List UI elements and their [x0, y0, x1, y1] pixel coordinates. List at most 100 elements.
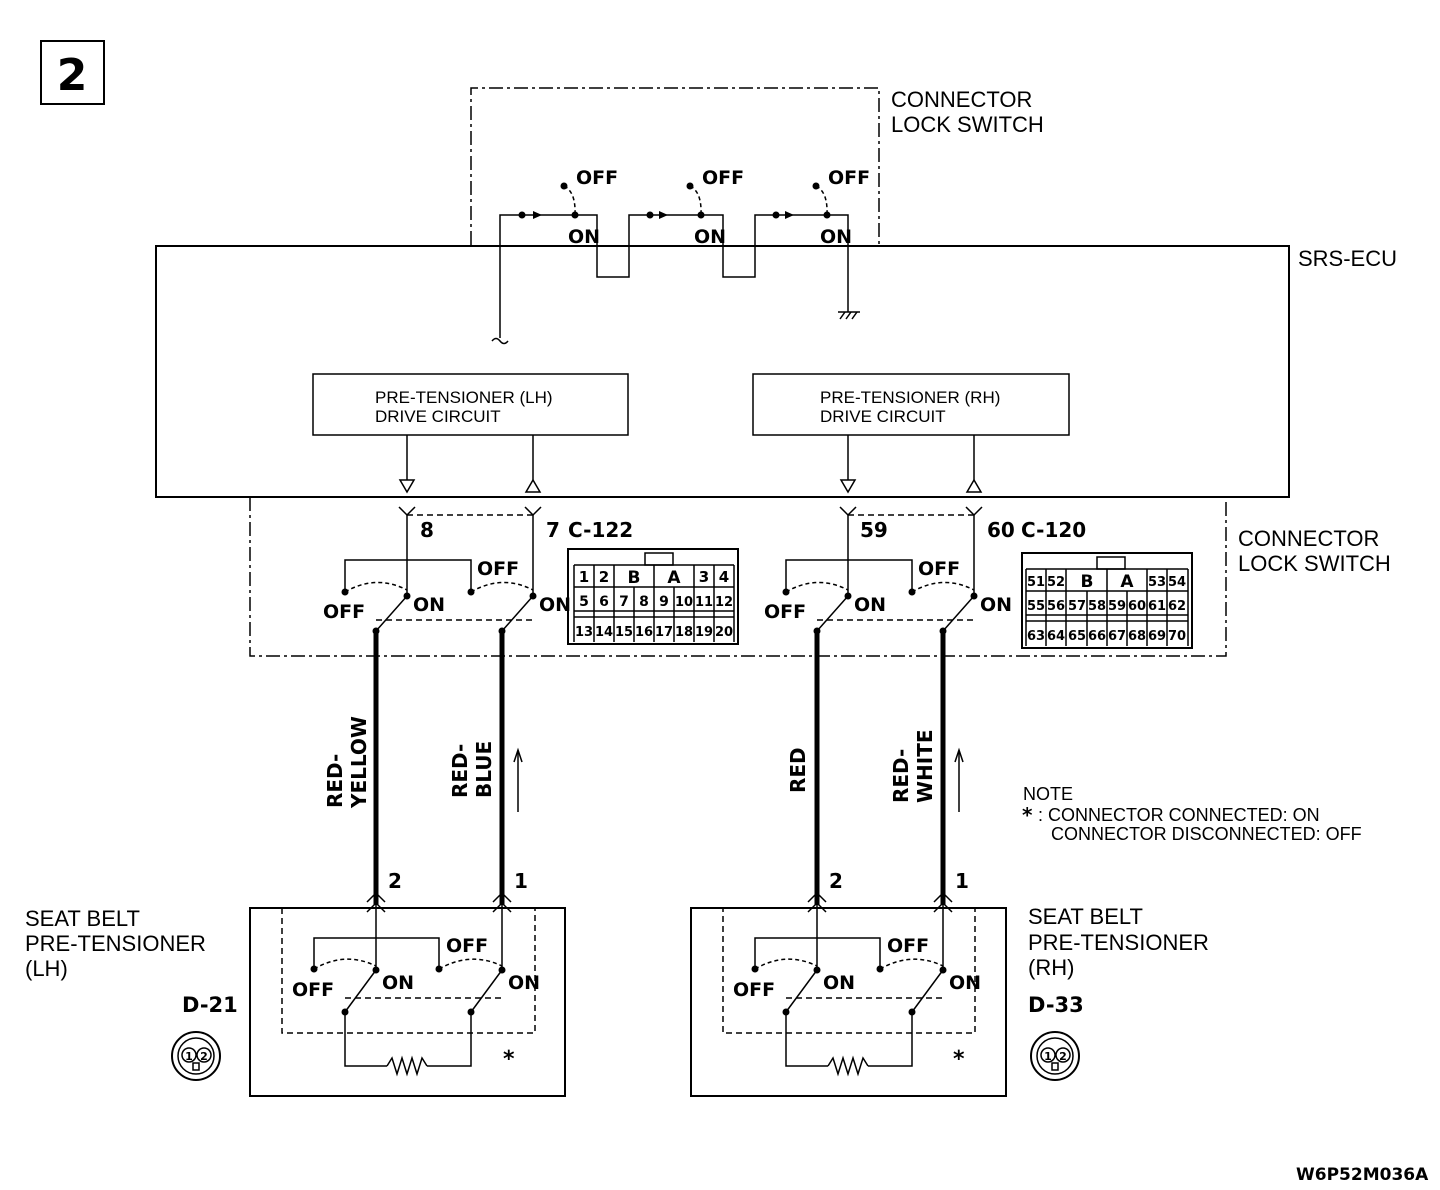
top-lock-switch-frame: CONNECTOR LOCK SWITCH	[470, 87, 1044, 245]
current-arrows	[513, 747, 964, 812]
svg-text:7: 7	[546, 518, 560, 542]
svg-text:ON: ON	[980, 594, 1012, 616]
svg-text:LOCK SWITCH: LOCK SWITCH	[891, 112, 1044, 137]
svg-text:OFF: OFF	[576, 167, 618, 189]
svg-text:SRS-ECU: SRS-ECU	[1298, 246, 1397, 271]
svg-text:58: 58	[1088, 599, 1106, 614]
svg-text:ON: ON	[949, 972, 981, 994]
svg-text:62: 62	[1168, 599, 1186, 614]
svg-text:PRE-TENSIONER (RH): PRE-TENSIONER (RH)	[820, 388, 1000, 407]
svg-text:13: 13	[575, 625, 593, 640]
connector-c122: 1 2 B A 3 4 5 6 7 8 9 10 11 12 13 14 15 …	[567, 548, 739, 645]
connector-icon-rh: 1 2	[1030, 1031, 1080, 1081]
svg-text:9: 9	[659, 594, 669, 610]
resistor-icon	[386, 1055, 428, 1077]
svg-text:ON: ON	[823, 972, 855, 994]
svg-text:1: 1	[1044, 1050, 1052, 1063]
svg-text:OFF: OFF	[887, 935, 929, 957]
svg-text:D-21: D-21	[182, 993, 238, 1017]
resistor-icon-rh	[827, 1055, 869, 1077]
svg-text:ON: ON	[413, 594, 445, 616]
svg-text:60: 60	[1128, 599, 1146, 614]
svg-text:RED-: RED-	[448, 744, 472, 798]
pretensioner-lh: OFF ON OFF ON *	[249, 905, 566, 1097]
svg-text:BLUE: BLUE	[472, 741, 496, 798]
seat-belt-lh-label: SEAT BELT PRE-TENSIONER (LH) D-21	[25, 906, 238, 1017]
svg-text:17: 17	[655, 625, 673, 640]
svg-text:5: 5	[579, 594, 589, 610]
svg-text:12: 12	[715, 595, 733, 610]
drive-circuit-rh: PRE-TENSIONER (RH) DRIVE CIRCUIT	[752, 373, 1070, 436]
svg-text:(LH): (LH)	[25, 956, 68, 981]
svg-text:1: 1	[955, 869, 969, 893]
svg-text:A: A	[1120, 572, 1134, 592]
connector-c120: 51 52 B A 53 54 55 56 57 58 59 60 61 62 …	[1021, 552, 1193, 649]
svg-text:57: 57	[1068, 599, 1086, 614]
top-switch-chain: OFF OFF OFF ON ON ON	[491, 167, 870, 345]
svg-text:OFF: OFF	[828, 167, 870, 189]
svg-text:54: 54	[1168, 575, 1186, 590]
svg-text:: CONNECTOR CONNECTED: ON: : CONNECTOR CONNECTED: ON	[1038, 805, 1320, 825]
svg-text:C-120: C-120	[1021, 518, 1086, 542]
svg-text:DRIVE CIRCUIT: DRIVE CIRCUIT	[820, 407, 946, 426]
svg-text:7: 7	[619, 594, 629, 610]
svg-text:ON: ON	[382, 972, 414, 994]
svg-text:56: 56	[1047, 599, 1065, 614]
svg-text:1: 1	[514, 869, 528, 893]
ecu-switches: OFF ON OFF ON OFF ON OFF ON	[323, 515, 1012, 635]
pretensioner-pins: 2 1 2 1	[366, 869, 969, 913]
ground-icon	[838, 311, 860, 320]
svg-text:61: 61	[1148, 599, 1166, 614]
svg-text:1: 1	[185, 1050, 193, 1063]
drive-outputs	[398, 435, 983, 494]
svg-text:2: 2	[829, 869, 843, 893]
svg-text:15: 15	[615, 625, 633, 640]
svg-text:6: 6	[599, 594, 609, 610]
svg-text:18: 18	[675, 625, 693, 640]
svg-text:68: 68	[1128, 629, 1146, 644]
svg-text:B: B	[1081, 572, 1094, 592]
svg-text:OFF: OFF	[446, 935, 488, 957]
svg-text:14: 14	[595, 625, 613, 640]
svg-text:2: 2	[599, 568, 609, 586]
svg-text:CONNECTOR DISCONNECTED: OFF: CONNECTOR DISCONNECTED: OFF	[1051, 824, 1362, 844]
note: NOTE * : CONNECTOR CONNECTED: ON CONNECT…	[1022, 784, 1362, 844]
svg-text:59: 59	[860, 518, 888, 542]
svg-text:OFF: OFF	[292, 979, 334, 1001]
pretensioner-rh: OFF ON OFF ON *	[690, 905, 1007, 1097]
svg-text:3: 3	[699, 568, 709, 586]
svg-text:2: 2	[1059, 1050, 1067, 1063]
ecu-terminals: 8 7 C-122 59 60 C-120	[398, 506, 1086, 542]
svg-text:(RH): (RH)	[1028, 955, 1074, 980]
svg-text:ON: ON	[568, 226, 600, 248]
svg-text:55: 55	[1027, 599, 1045, 614]
svg-text:A: A	[667, 568, 681, 588]
svg-text:60: 60	[987, 518, 1015, 542]
svg-text:11: 11	[695, 595, 713, 610]
svg-text:PRE-TENSIONER (LH): PRE-TENSIONER (LH)	[375, 388, 553, 407]
svg-text:64: 64	[1047, 629, 1065, 644]
svg-text:66: 66	[1088, 629, 1106, 644]
svg-text:DRIVE CIRCUIT: DRIVE CIRCUIT	[375, 407, 501, 426]
svg-text:OFF: OFF	[323, 601, 365, 623]
svg-text:WHITE: WHITE	[913, 729, 937, 803]
svg-text:OFF: OFF	[702, 167, 744, 189]
svg-text:ON: ON	[854, 594, 886, 616]
svg-text:ON: ON	[694, 226, 726, 248]
svg-text:20: 20	[715, 625, 733, 640]
svg-text:PRE-TENSIONER: PRE-TENSIONER	[1028, 930, 1209, 955]
svg-text:19: 19	[695, 625, 713, 640]
svg-text:OFF: OFF	[733, 979, 775, 1001]
svg-text:ON: ON	[820, 226, 852, 248]
figure-code: W6P52M036A	[1296, 1165, 1429, 1185]
svg-text:52: 52	[1047, 575, 1065, 590]
svg-text:65: 65	[1068, 629, 1086, 644]
svg-text:2: 2	[200, 1050, 208, 1063]
svg-text:8: 8	[420, 518, 434, 542]
svg-text:*: *	[953, 1047, 965, 1072]
svg-text:PRE-TENSIONER: PRE-TENSIONER	[25, 931, 206, 956]
svg-text:*: *	[503, 1047, 515, 1072]
svg-text:OFF: OFF	[477, 558, 519, 580]
srs-ecu-box: SRS-ECU	[155, 245, 1397, 498]
